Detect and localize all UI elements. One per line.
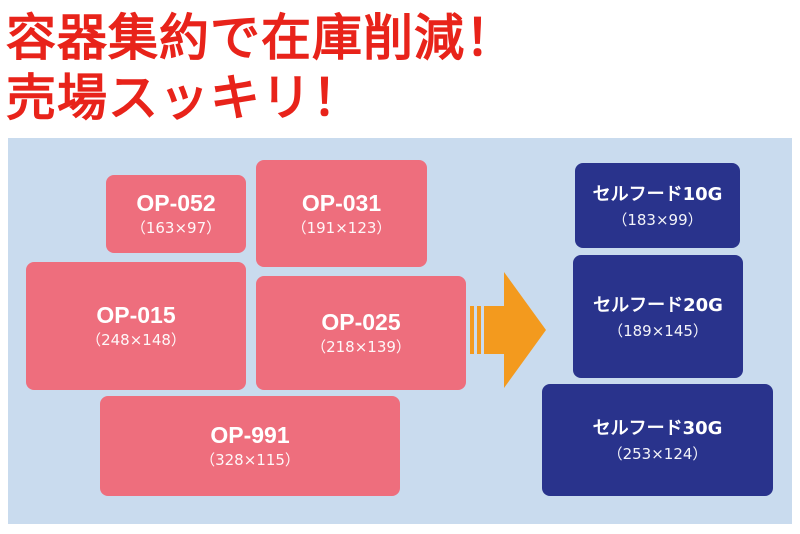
container-op-015: OP-015 （248×148） [26,262,246,390]
container-name: OP-015 [96,302,176,328]
container-op-031: OP-031 （191×123） [256,160,427,267]
container-name: セルフード30G [592,418,723,439]
container-name: OP-052 [136,190,216,216]
container-dimensions: （248×148） [86,331,186,349]
container-name: セルフード10G [592,183,723,205]
container-dimensions: （183×99） [612,210,703,229]
arrow-right-icon [470,272,546,388]
container-dimensions: （189×145） [608,321,708,340]
container-name: OP-991 [210,422,290,448]
container-dimensions: （253×124） [607,445,708,463]
container-dimensions: （218×139） [311,338,411,356]
container-dimensions: （163×97） [130,219,222,237]
container-name: OP-031 [301,189,382,216]
headline-line-2: 売場スッキリ！ [6,69,363,127]
container-op-052: OP-052 （163×97） [106,175,246,253]
container-selfood-10g: セルフード10G （183×99） [575,163,740,248]
container-selfood-20g: セルフード20G （189×145） [573,255,743,378]
container-name: セルフード20G [593,294,723,316]
headline-line-1: 容器集約で在庫削減！ [6,9,516,67]
container-dimensions: （328×115） [200,451,300,469]
container-selfood-30g: セルフード30G （253×124） [542,384,773,496]
container-dimensions: （191×123） [291,218,392,237]
container-op-991: OP-991 （328×115） [100,396,400,496]
container-op-025: OP-025 （218×139） [256,276,466,390]
container-name: OP-025 [321,309,401,335]
